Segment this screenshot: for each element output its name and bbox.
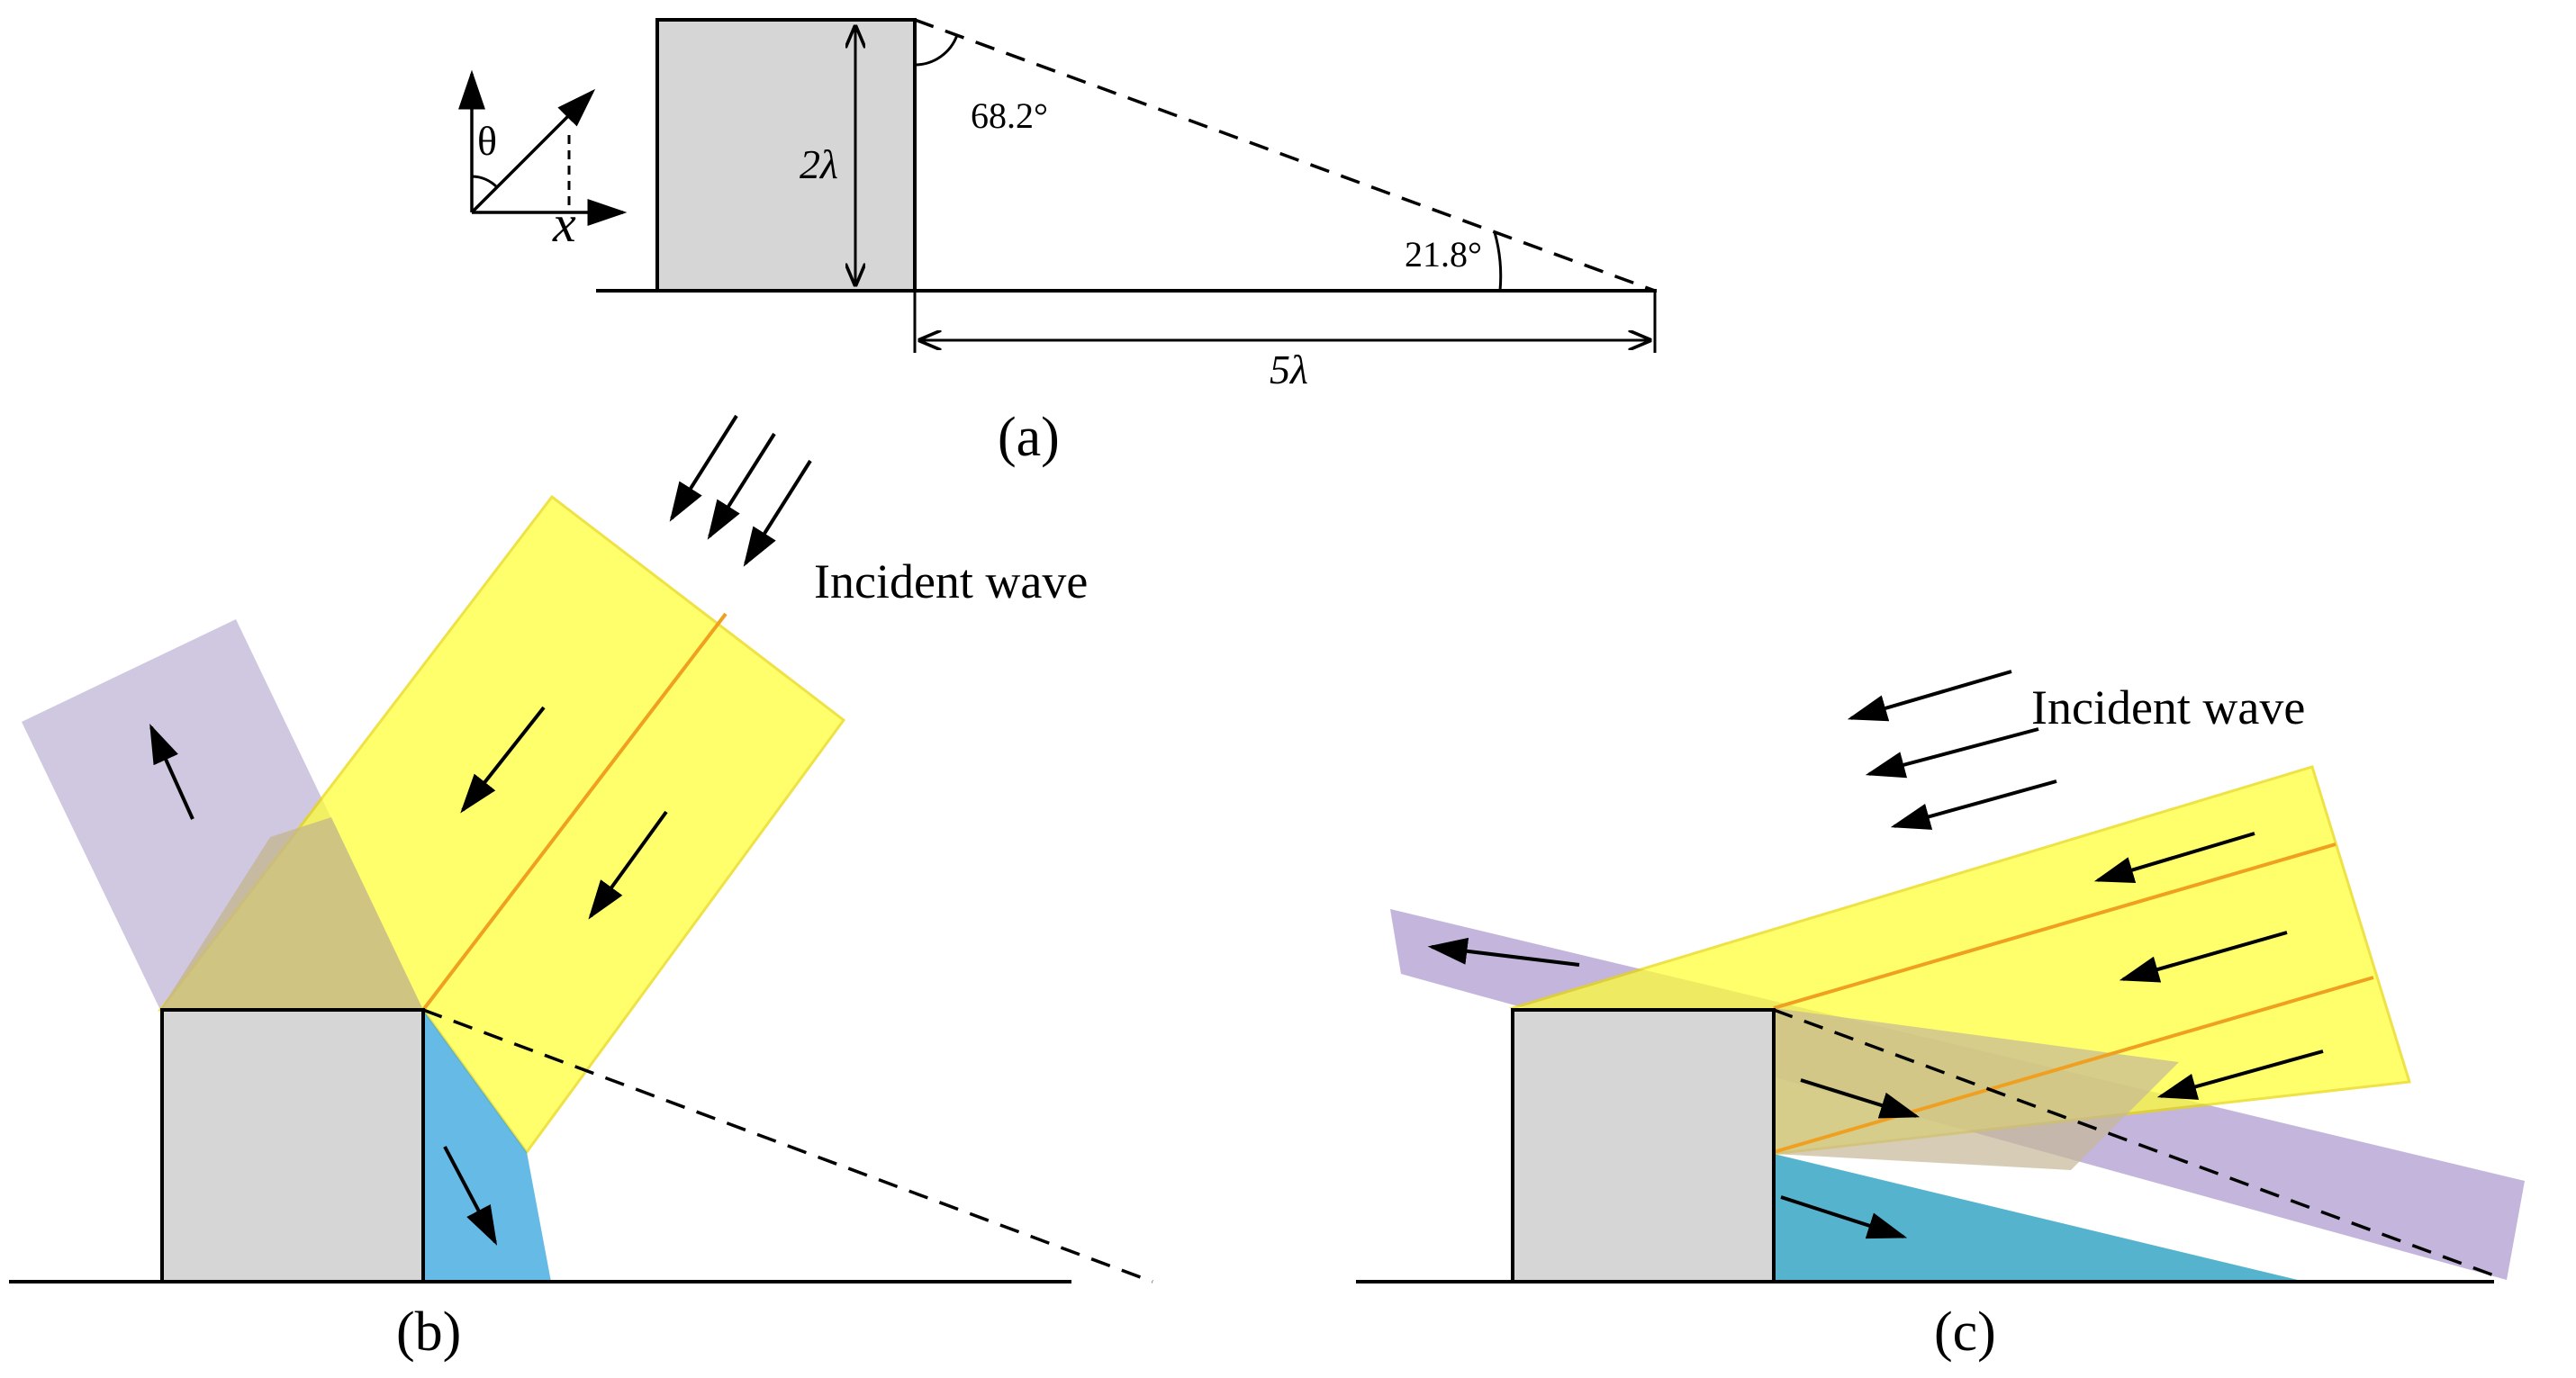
beam-divider-c1 [1773,842,2336,1010]
incident-arrow-c2 [1865,727,2039,779]
incident-arrow-c3 [1890,779,2057,830]
beam-arrow-b2 [588,810,668,920]
beam-divider-c2 [1773,976,2374,1154]
shadow-boundary-line-a [914,18,1656,293]
direction-vector [470,88,596,214]
incident-arrow-1 [669,414,738,522]
bottom-angle-arc [1493,231,1503,292]
caption-b: (b) [396,1301,461,1363]
shadow-zone-b [423,1010,551,1282]
x-axis-label: x [552,194,576,253]
theta-arc [471,175,499,189]
shadow-boundary-line-b [422,1008,1153,1283]
obstacle-block-a [655,18,917,293]
height-label: 2λ [800,141,838,187]
beam-arrow-c2 [2119,931,2288,983]
diffracted-arrow-c1 [1800,1078,1921,1119]
obstacle-block-c [1511,1008,1776,1283]
panel-c: Incident wave (c) [1356,670,2525,1363]
top-angle-label: 68.2° [971,95,1048,136]
caption-a: (a) [998,407,1060,468]
beam-arrow-b1 [460,706,546,814]
obstacle-block-b [160,1008,425,1283]
caption-c: (c) [1934,1301,1996,1363]
theta-label: θ [477,118,497,164]
diffracted-arrow-b [443,1146,498,1246]
panel-b: Incident wave (b) [9,414,1153,1363]
incident-label-c: Incident wave [2031,680,2305,734]
length-label: 5λ [1270,347,1308,392]
overlap-zone-b [160,817,423,1010]
incident-arrow-3 [743,459,812,567]
incident-arrow-c1 [1847,670,2012,722]
axis-icon: θ x [458,69,628,253]
beam-arrow-c1 [2093,832,2255,884]
bottom-angle-label: 21.8° [1405,234,1482,275]
beam-arrow-c3 [2156,1049,2324,1100]
panel-a: θ x 2λ 68.2° 21.8° 5λ (a) [458,18,1657,468]
incident-label-b: Incident wave [814,554,1088,608]
reflected-arrow-b [149,723,194,820]
shadow-zone-c [1774,1154,2305,1282]
beam-divider-b [421,612,728,1012]
top-angle-arc [914,34,959,67]
incident-arrow-2 [707,432,776,540]
reflected-arrow-c [1427,937,1580,967]
diffracted-arrow-c2 [1780,1195,1908,1239]
